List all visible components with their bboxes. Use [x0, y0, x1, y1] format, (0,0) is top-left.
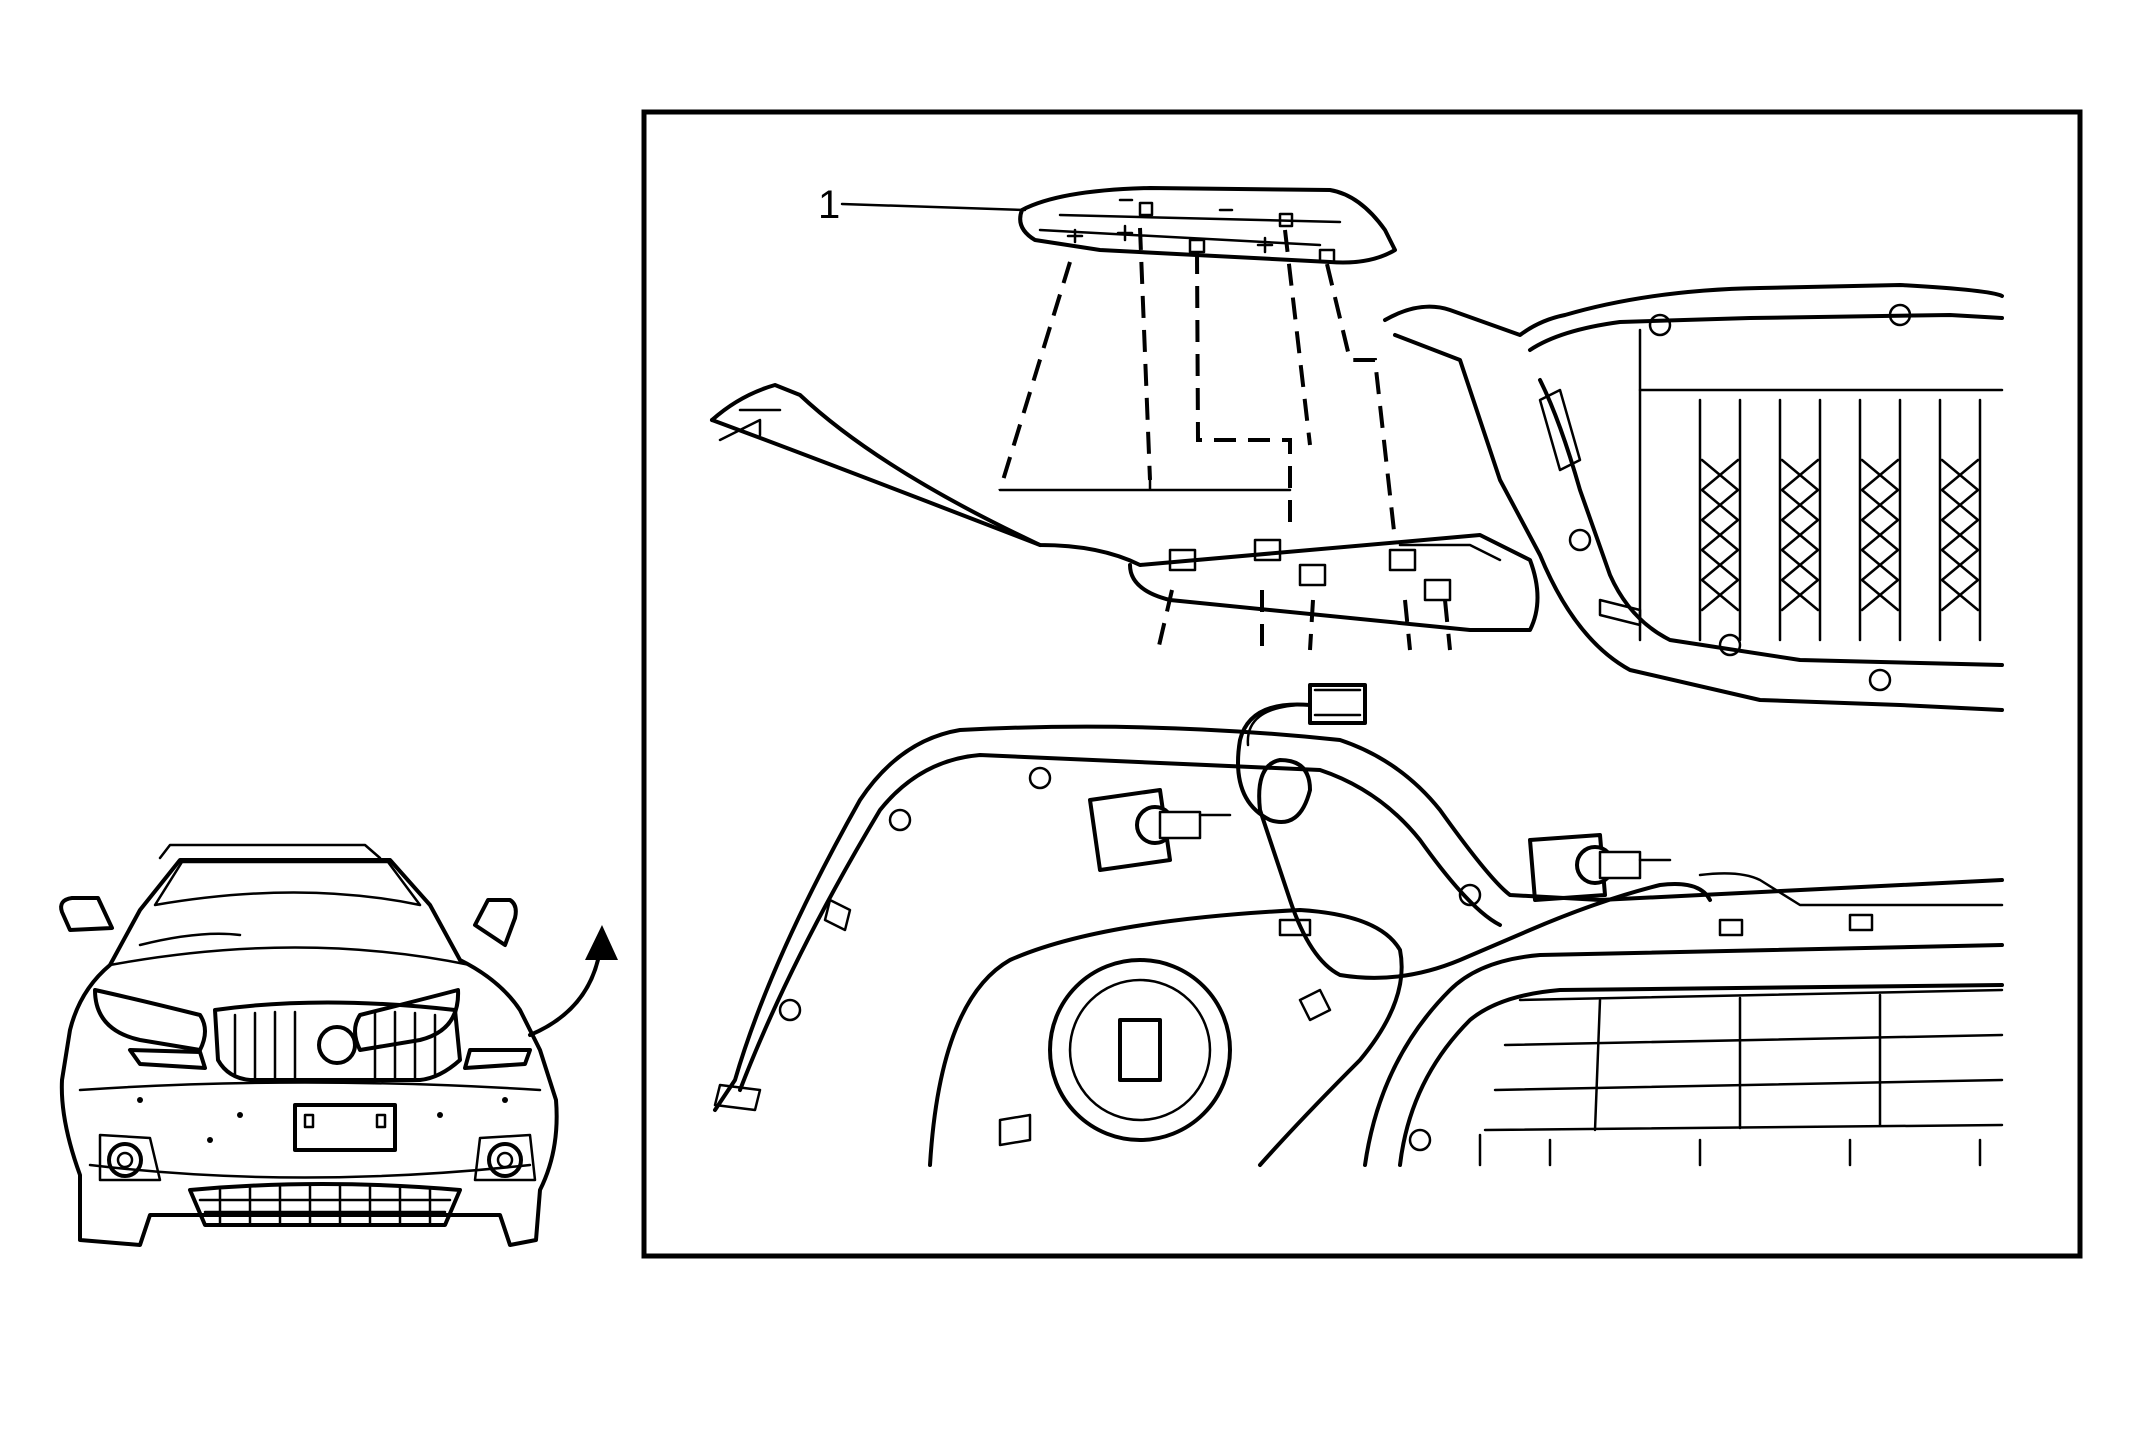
- alignment-guides: [998, 227, 1452, 651]
- callout-1-label: 1: [818, 183, 840, 227]
- grille-upper-bezel: [710, 383, 1540, 632]
- vehicle-front-view: [59, 843, 559, 1247]
- grille-mesh: [1698, 398, 1982, 642]
- callout-1: 1: [818, 183, 1027, 227]
- front-fascia: [713, 724, 2004, 1112]
- parking-sensor-right: [1528, 833, 1672, 902]
- upper-grille-assembly: [1383, 283, 2004, 712]
- wiring-harness: [1236, 683, 2004, 980]
- detail-arrow-icon: [528, 925, 618, 1037]
- fog-lamp-bezel: [928, 908, 1404, 1167]
- lower-grille: [1363, 913, 2004, 1167]
- parking-sensor-left: [1088, 788, 1232, 872]
- upper-grille-trim: [1018, 186, 1397, 265]
- detail-view: 1: [710, 183, 2004, 1167]
- upper-grille: [213, 1000, 462, 1082]
- detail-frame: [641, 109, 2083, 1259]
